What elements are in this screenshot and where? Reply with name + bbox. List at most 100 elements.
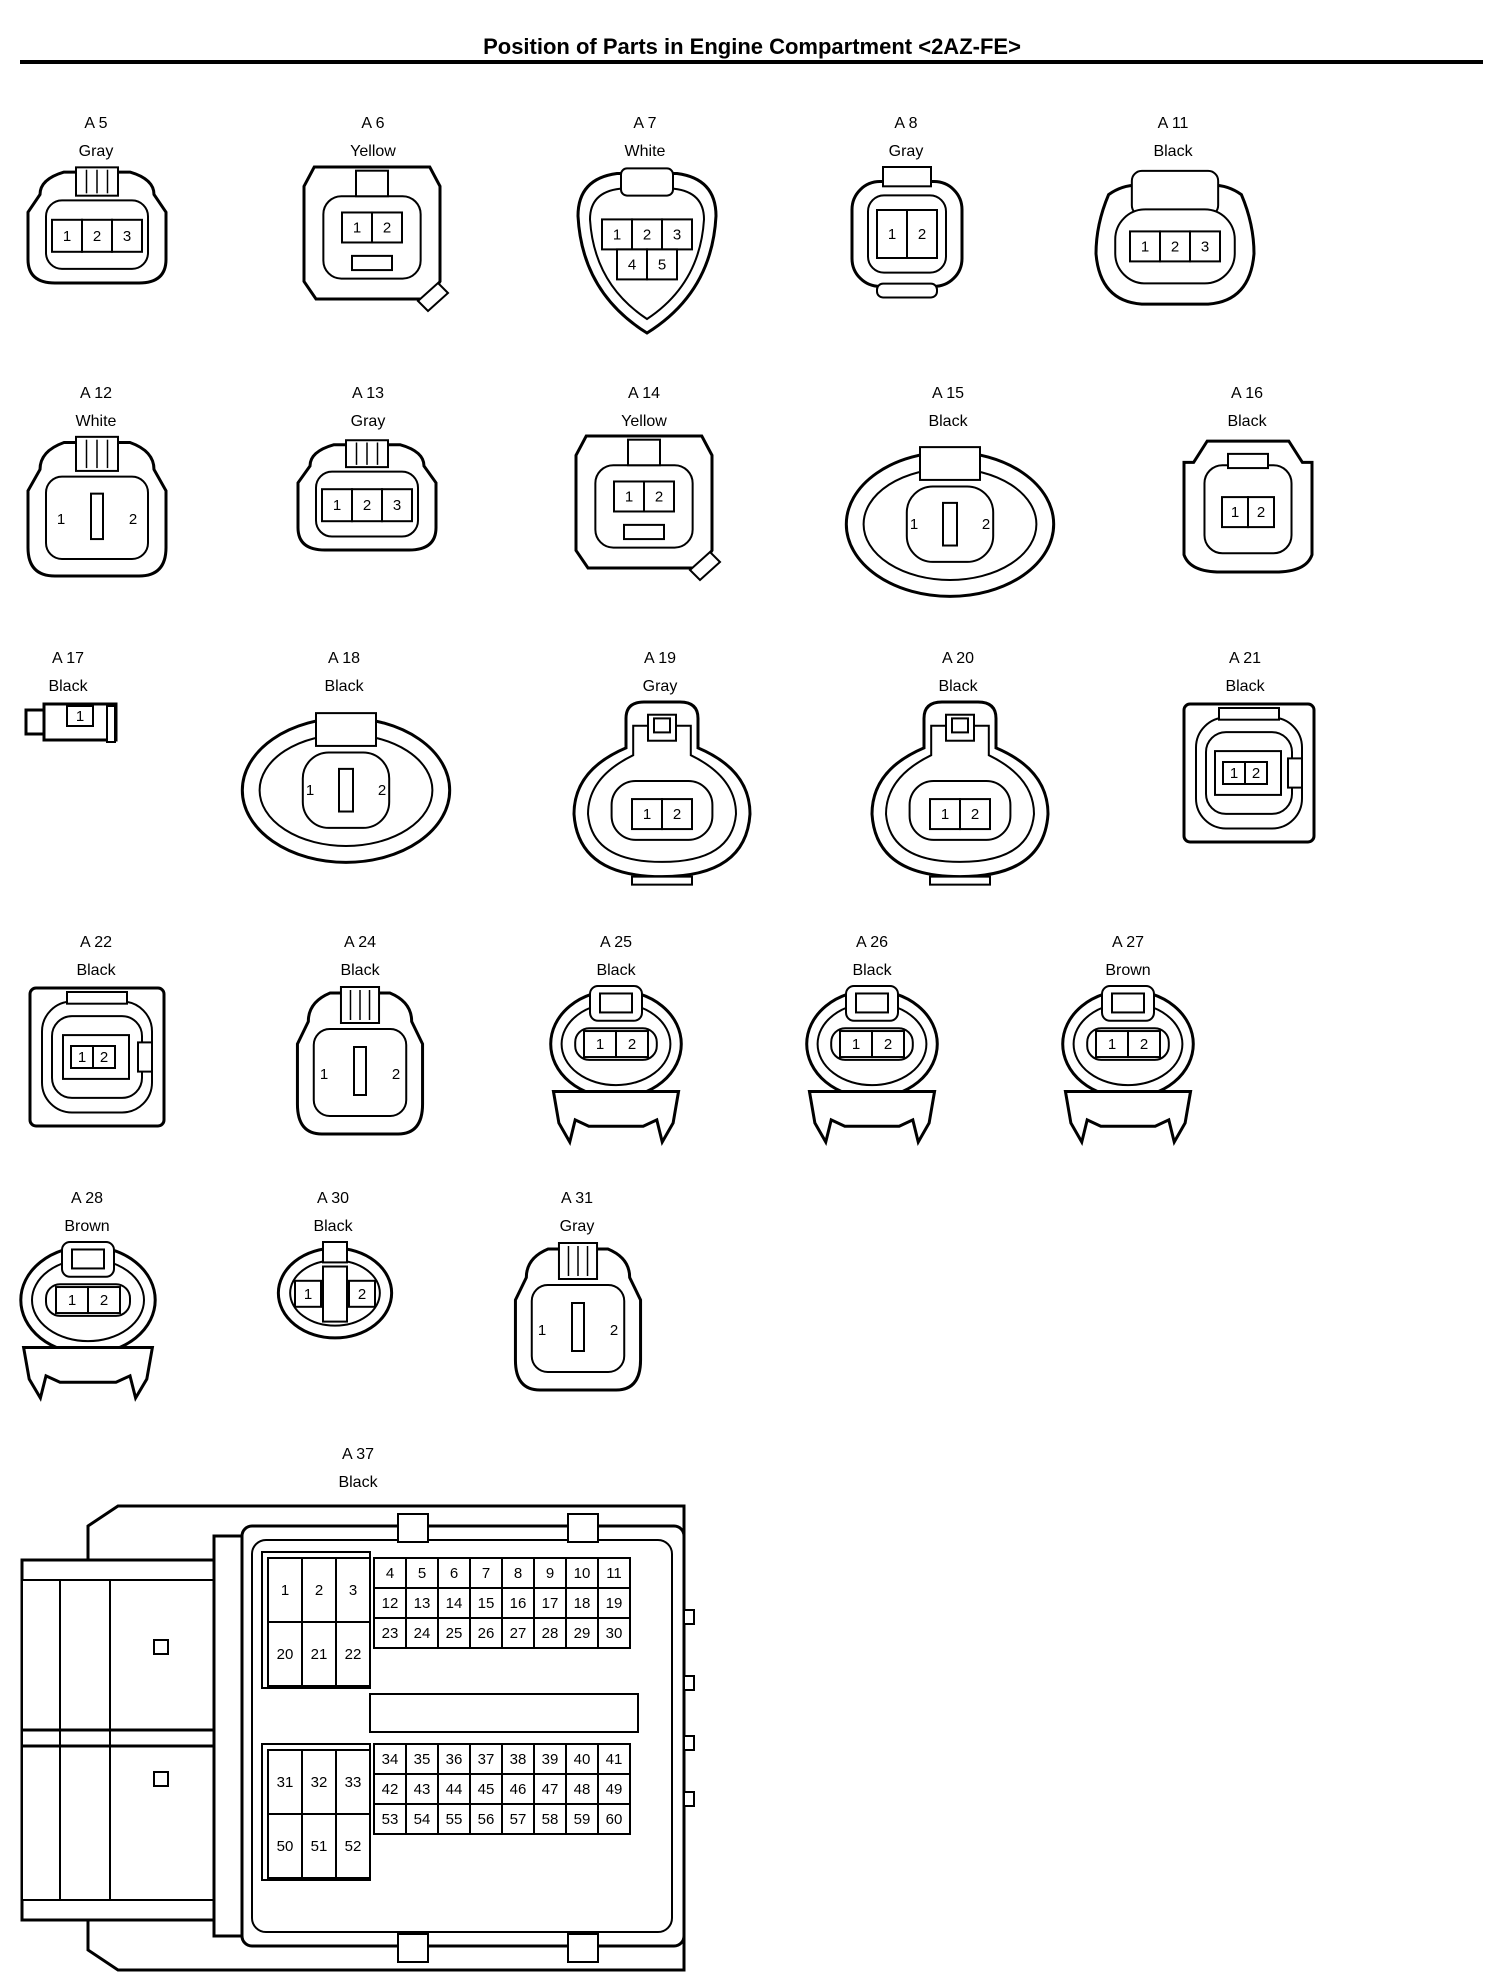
pin-1: 1 xyxy=(68,1292,76,1309)
pin-2: 2 xyxy=(129,511,137,528)
connector-color: Black xyxy=(313,1218,353,1235)
pin-1: 1 xyxy=(353,219,361,236)
pin-1-cell xyxy=(267,1557,303,1623)
pin-19-cell xyxy=(597,1587,631,1619)
pin-1-cell xyxy=(51,218,83,253)
pin-2: 2 xyxy=(378,782,386,799)
connector-id: A 12 xyxy=(79,385,113,402)
connector-color: Gray xyxy=(559,1218,595,1235)
pin-32: 32 xyxy=(311,1774,328,1791)
pin-20: 20 xyxy=(277,1646,294,1663)
pin-57: 57 xyxy=(510,1811,527,1828)
pin-45: 45 xyxy=(478,1781,495,1798)
pin-2: 2 xyxy=(918,226,926,243)
pin-31: 31 xyxy=(277,1774,294,1791)
pin-35: 35 xyxy=(414,1751,431,1768)
pin-1-cell xyxy=(321,488,353,523)
pin-2-cell xyxy=(615,1030,649,1059)
pin-2-cell xyxy=(906,209,938,259)
pin-3: 3 xyxy=(349,1582,357,1599)
pin-31-cell xyxy=(267,1749,303,1815)
connector-id: A 28 xyxy=(70,1190,104,1207)
pin-9: 9 xyxy=(546,1565,554,1582)
pin-1: 1 xyxy=(941,806,949,823)
page-title: Position of Parts in Engine Compartment … xyxy=(483,34,1021,59)
pin-55: 55 xyxy=(446,1811,463,1828)
connector-color: Black xyxy=(340,962,380,979)
pin-1: 1 xyxy=(1141,238,1149,255)
connector-id: A 14 xyxy=(627,385,661,402)
pin-4-cell xyxy=(616,248,648,281)
pin-56: 56 xyxy=(478,1811,495,1828)
connector-id: A 13 xyxy=(351,385,385,402)
connector-id: A 20 xyxy=(941,650,975,667)
connector-color: Brown xyxy=(1105,962,1151,979)
pin-1-cell xyxy=(1221,496,1249,529)
pin-6: 6 xyxy=(450,1565,458,1582)
pin-3-cell xyxy=(111,218,143,253)
pin-2-cell xyxy=(371,211,403,244)
connector-color: Yellow xyxy=(621,413,667,430)
pin-2: 2 xyxy=(655,488,663,505)
pin-2-cell xyxy=(348,1279,376,1308)
pin-1-cell xyxy=(929,798,961,831)
connector-color: Black xyxy=(76,962,116,979)
pin-1: 1 xyxy=(596,1036,604,1053)
connector-color: Black xyxy=(338,1474,378,1491)
pin-2-cell xyxy=(1244,761,1268,785)
pin-2: 2 xyxy=(643,226,651,243)
connector-id: A 26 xyxy=(855,934,889,951)
pin-23: 23 xyxy=(382,1625,399,1642)
connector-id: A 17 xyxy=(51,650,85,667)
connector-id: A 5 xyxy=(84,115,108,132)
pin-33-cell xyxy=(335,1749,371,1815)
pin-1: 1 xyxy=(320,1066,328,1083)
pin-1-cell xyxy=(583,1030,617,1059)
connector-face-a17: 1 xyxy=(24,702,118,743)
title-rule xyxy=(20,60,1483,64)
pin-2: 2 xyxy=(982,516,990,533)
pin-44: 44 xyxy=(446,1781,463,1798)
pin-2: 2 xyxy=(884,1036,892,1053)
pin-1: 1 xyxy=(304,1286,312,1303)
pin-1: 1 xyxy=(333,497,341,514)
pin-3: 3 xyxy=(393,497,401,514)
pin-2: 2 xyxy=(100,1292,108,1309)
pin-3: 3 xyxy=(123,228,131,245)
pin-1-cell xyxy=(839,1030,873,1059)
connector-color: Brown xyxy=(64,1218,110,1235)
pin-8: 8 xyxy=(514,1565,522,1582)
connector-color: Black xyxy=(596,962,636,979)
pin-2: 2 xyxy=(358,1286,366,1303)
connector-id: A 18 xyxy=(327,650,361,667)
pin-2: 2 xyxy=(971,806,979,823)
pin-1-cell xyxy=(66,705,94,727)
connector-color: Black xyxy=(48,678,88,695)
pin-51-cell xyxy=(301,1813,337,1879)
pin-2-cell xyxy=(1127,1030,1161,1059)
pin-2: 2 xyxy=(1257,504,1265,521)
pin-12: 12 xyxy=(382,1595,399,1612)
connector-color: Gray xyxy=(888,143,924,160)
pin-40: 40 xyxy=(574,1751,591,1768)
pin-33: 33 xyxy=(345,1774,362,1791)
connector-id: A 15 xyxy=(931,385,965,402)
pin-22: 22 xyxy=(345,1646,362,1663)
pin-38: 38 xyxy=(510,1751,527,1768)
connector-id: A 16 xyxy=(1230,385,1264,402)
pin-2: 2 xyxy=(383,219,391,236)
pin-24-cell xyxy=(405,1617,439,1649)
